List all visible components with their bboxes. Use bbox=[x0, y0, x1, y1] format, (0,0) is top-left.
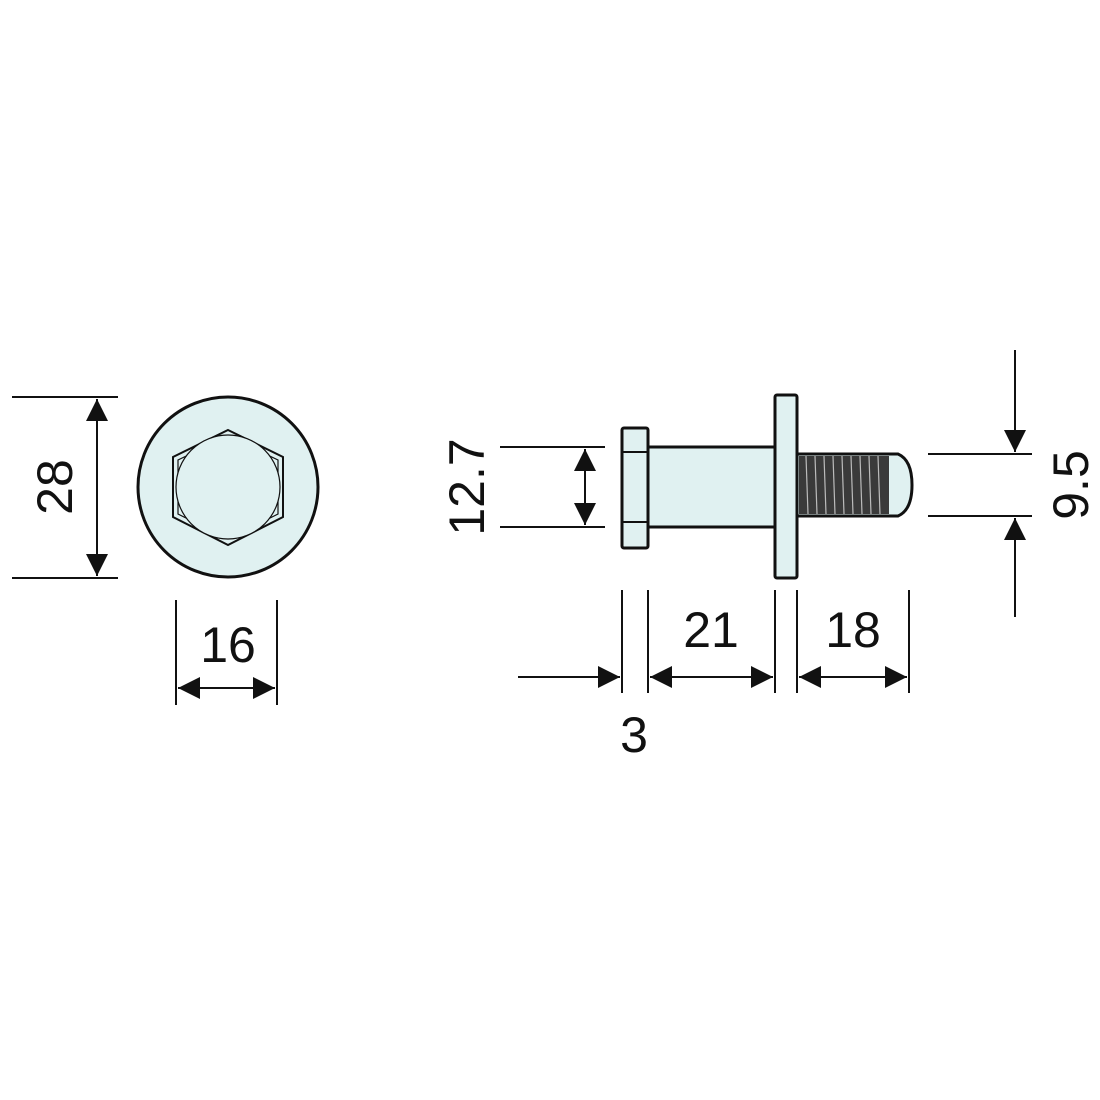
shaft-diameter-label: 12.7 bbox=[439, 438, 495, 535]
hex-inner-circle bbox=[175, 434, 281, 540]
shaft-length-label: 21 bbox=[683, 602, 739, 658]
dimension-outer-diameter: 28 bbox=[12, 396, 118, 579]
dimension-lengths: 3 21 18 bbox=[518, 590, 910, 763]
thread bbox=[795, 452, 914, 518]
outer-diameter-label: 28 bbox=[27, 459, 83, 515]
hex-size-label: 16 bbox=[200, 617, 256, 673]
side-view: 12.7 9.5 3 21 18 bbox=[439, 350, 1099, 763]
shaft bbox=[646, 445, 777, 529]
flange bbox=[773, 393, 799, 580]
dimension-hex-size: 16 bbox=[175, 600, 278, 705]
dimension-shaft-diameter: 12.7 bbox=[439, 438, 605, 536]
head-thickness-label: 3 bbox=[620, 707, 648, 763]
dimension-thread-diameter: 9.5 bbox=[928, 350, 1099, 617]
thread-length-label: 18 bbox=[825, 602, 881, 658]
front-view: 28 16 bbox=[12, 395, 320, 705]
thread-diameter-label: 9.5 bbox=[1043, 450, 1099, 520]
hex-socket bbox=[172, 428, 284, 547]
hex-head bbox=[620, 426, 650, 550]
